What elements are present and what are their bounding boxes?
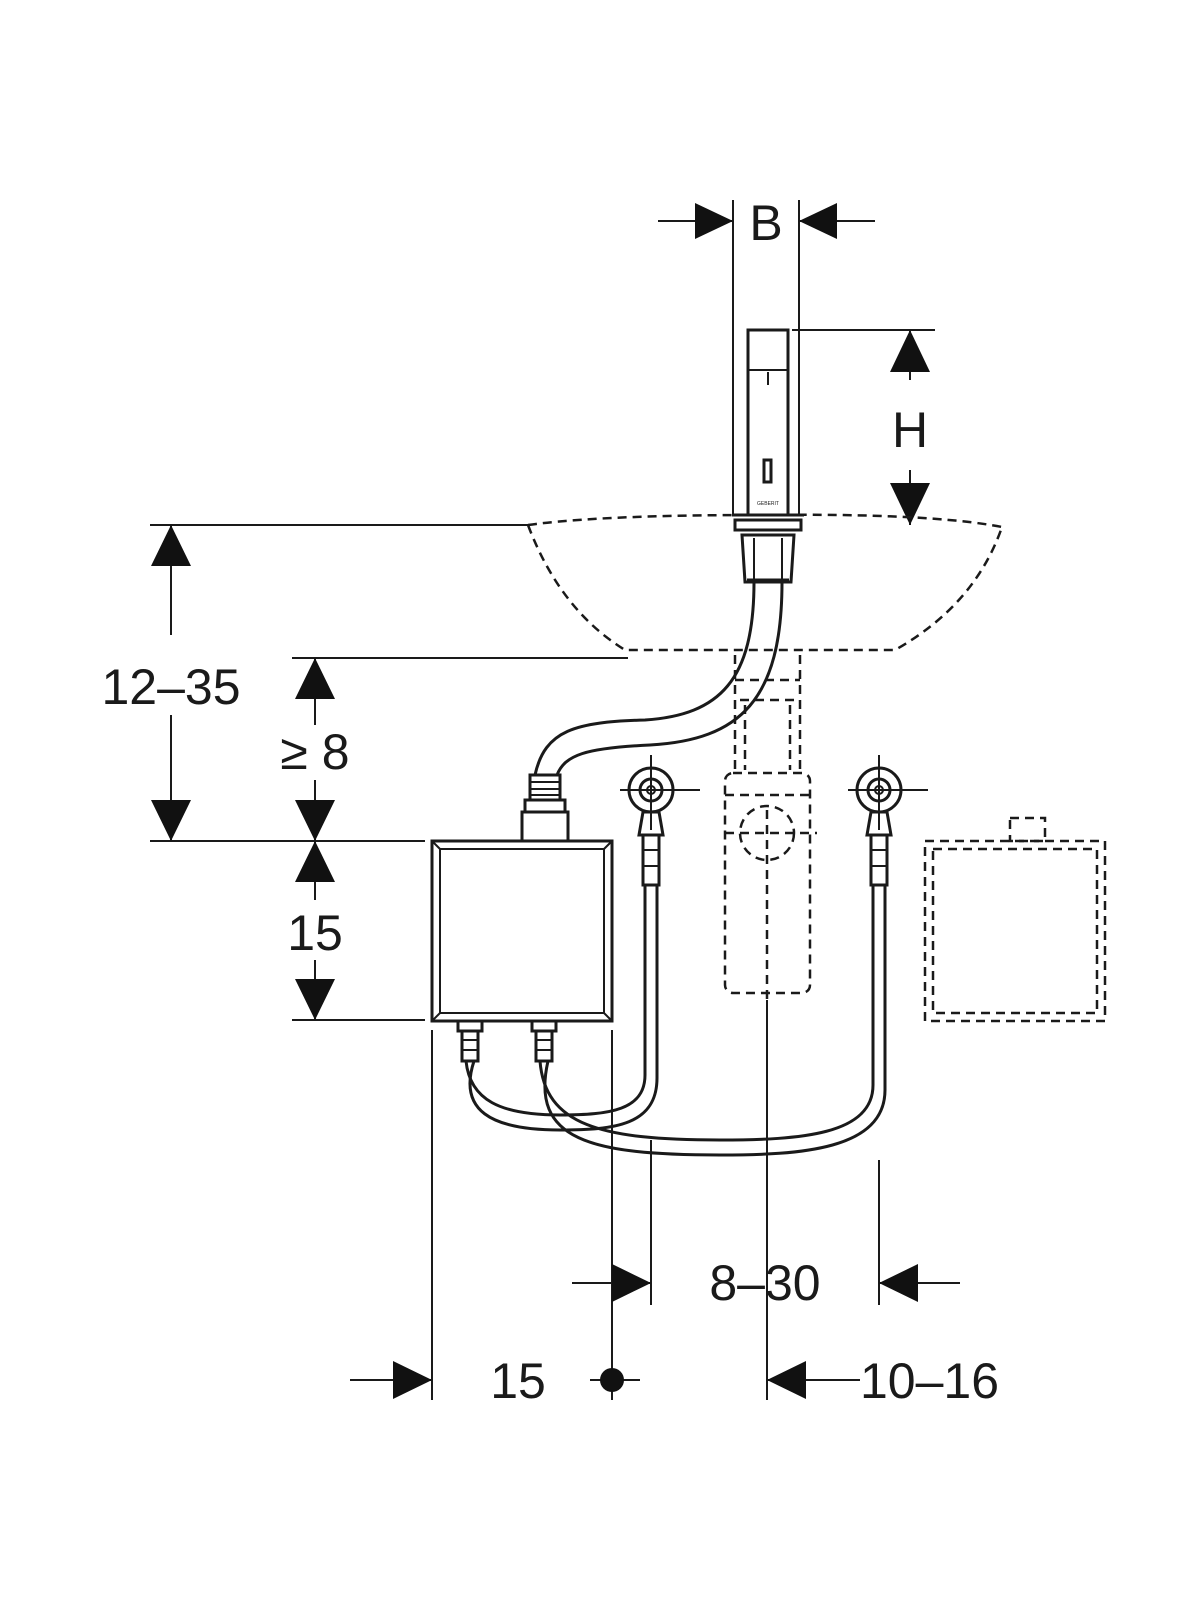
offset-arrow xyxy=(767,1361,806,1399)
angle-valve-right xyxy=(848,755,928,887)
clearance-dimension: ≥ 8 xyxy=(280,658,350,841)
width-arrow-right xyxy=(799,203,837,239)
width-dimension: B xyxy=(658,195,875,251)
box-height-label: 15 xyxy=(287,905,343,961)
box-width-arrow xyxy=(393,1361,432,1399)
faucet: GEBERIT xyxy=(732,200,804,584)
height-label: H xyxy=(892,402,928,458)
box-width-dimension: 15 xyxy=(350,1353,640,1409)
faucet-brand-text: GEBERIT xyxy=(757,501,779,507)
height-arrow-up xyxy=(890,330,930,372)
valve-spacing-dimension: 8–30 xyxy=(572,1255,960,1311)
basin-depth-arrow-down xyxy=(151,800,191,841)
box-width-dot xyxy=(600,1368,624,1392)
height-dimension: H xyxy=(792,329,935,525)
height-arrow-down xyxy=(890,483,930,525)
control-box xyxy=(430,839,614,1063)
box-width-label: 15 xyxy=(490,1353,546,1409)
clearance-label: ≥ 8 xyxy=(280,724,349,780)
valve-spacing-label: 8–30 xyxy=(709,1255,820,1311)
basin-depth-arrow-up xyxy=(151,525,191,566)
basin-depth-dimension: 12–35 xyxy=(101,525,241,841)
basin-depth-label: 12–35 xyxy=(101,659,240,715)
offset-dimension: 10–16 xyxy=(767,1353,999,1409)
box-height-arrow-down xyxy=(295,979,335,1020)
clearance-arrow-down xyxy=(295,800,335,841)
alternative-box-position xyxy=(923,816,1107,1023)
supply-hose xyxy=(520,581,784,843)
width-arrow-left xyxy=(695,203,733,239)
offset-label: 10–16 xyxy=(860,1353,999,1409)
basin-outline xyxy=(526,513,1004,1000)
angle-valve-left xyxy=(620,755,700,887)
valve-spacing-arrow-left xyxy=(612,1264,651,1302)
width-label: B xyxy=(749,195,782,251)
clearance-arrow-up xyxy=(295,658,335,699)
valve-spacing-arrow-right xyxy=(879,1264,918,1302)
box-height-arrow-up xyxy=(295,841,335,882)
box-height-dimension: 15 xyxy=(287,841,343,1020)
connection-hoses xyxy=(464,885,887,1157)
